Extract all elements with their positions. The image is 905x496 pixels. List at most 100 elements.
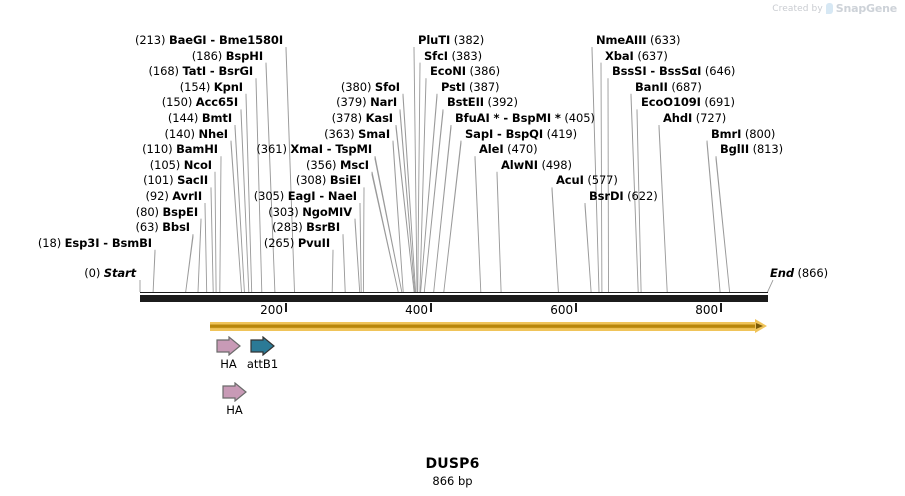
- enzyme-label[interactable]: (92) AvrII: [0, 189, 203, 203]
- ruler-tick-label: 800: [695, 303, 719, 317]
- enzyme-label[interactable]: BsrDI (622): [589, 190, 658, 203]
- enzyme-position: (419): [546, 126, 578, 141]
- enzyme-label[interactable]: SapI - BspQI (419): [465, 126, 578, 141]
- enzyme-position: (168): [148, 64, 180, 79]
- enzyme-label[interactable]: PluTI (382): [418, 34, 484, 47]
- enzyme-label[interactable]: SfcI (383): [424, 49, 482, 63]
- enzyme-name: XmaI - TspMI: [290, 142, 372, 157]
- enzyme-name: BglII: [720, 142, 749, 157]
- enzyme-leader-line: [354, 218, 361, 293]
- enzyme-name: NgoMIV: [302, 204, 352, 219]
- enzyme-position: (405): [564, 111, 595, 125]
- enzyme-label[interactable]: NmeAIII (633): [596, 34, 681, 47]
- enzyme-name: Esp3I - BsmBI: [64, 235, 152, 250]
- enzyme-name: BsrBI: [306, 220, 340, 235]
- enzyme-leader-line: [419, 78, 427, 293]
- enzyme-label[interactable]: (308) BsiEI: [0, 174, 361, 187]
- enzyme-name: AhdI: [663, 111, 693, 125]
- enzyme-position: (80): [135, 204, 159, 219]
- enzyme-name: BssSI - BssSαI: [612, 64, 702, 79]
- enzyme-position: (800): [744, 126, 776, 141]
- ruler-tick: [285, 303, 288, 312]
- enzyme-label[interactable]: AleI (470): [479, 143, 538, 156]
- enzyme-name: BamHI: [176, 142, 218, 157]
- orf-feature-bar[interactable]: [210, 322, 756, 331]
- enzyme-position: (498): [541, 157, 572, 172]
- enzyme-label[interactable]: (80) BspEI: [0, 204, 198, 219]
- enzyme-leader-line: [362, 187, 365, 293]
- enzyme-label[interactable]: BfuAI * - BspMI * (405): [455, 112, 595, 125]
- enzyme-name: BfuAI * - BspMI *: [455, 111, 561, 125]
- enzyme-label[interactable]: (363) SmaI: [0, 126, 390, 141]
- enzyme-label[interactable]: AhdI (727): [663, 112, 726, 125]
- enzyme-position: (154): [179, 79, 211, 94]
- enzyme-label[interactable]: (265) PvuII: [0, 236, 330, 250]
- enzyme-name: BaeGI - Bme1580I: [168, 33, 283, 47]
- enzyme-label[interactable]: (380) SfoI: [0, 79, 400, 94]
- enzyme-label[interactable]: (154) KpnI: [0, 79, 243, 94]
- enzyme-label[interactable]: XbaI (637): [605, 48, 668, 63]
- enzyme-label[interactable]: (18) Esp3I - BsmBI: [0, 235, 152, 250]
- enzyme-leader-line: [392, 140, 404, 293]
- enzyme-label[interactable]: (144) BmtI: [0, 112, 232, 125]
- enzyme-position: (387): [469, 79, 500, 94]
- enzyme-name: EcoO109I: [641, 95, 701, 110]
- enzyme-label[interactable]: BstEII (392): [447, 96, 518, 109]
- enzyme-label[interactable]: (378) KasI: [0, 111, 394, 125]
- enzyme-position: (101): [143, 173, 174, 188]
- enzyme-leader-line: [342, 234, 346, 293]
- feature-arrow-shape: [222, 382, 247, 402]
- enzyme-position: (213): [134, 33, 166, 47]
- enzyme-label[interactable]: BanII (687): [635, 80, 702, 94]
- enzyme-label[interactable]: BmrI (800): [711, 126, 776, 141]
- enzyme-name: NcoI: [183, 157, 212, 172]
- enzyme-position: (813): [752, 142, 784, 157]
- orf-feature-arrowhead-core: [756, 323, 763, 329]
- enzyme-name: KasI: [365, 111, 394, 125]
- enzyme-name: SmaI: [358, 126, 390, 141]
- feature-arrow[interactable]: attB1: [247, 336, 278, 371]
- enzyme-label[interactable]: AcuI (577): [556, 174, 618, 187]
- ruler-tick: [430, 303, 433, 312]
- enzyme-label[interactable]: BssSI - BssSαI (646): [612, 65, 735, 78]
- enzyme-name: XbaI: [605, 48, 634, 63]
- enzyme-label[interactable]: (305) EagI - NaeI: [0, 190, 357, 203]
- enzyme-label[interactable]: PstI (387): [441, 79, 500, 94]
- enzyme-label[interactable]: (356) MscI: [0, 158, 369, 172]
- enzyme-label[interactable]: EcoNI (386): [430, 65, 500, 78]
- enzyme-label[interactable]: EcoO109I (691): [641, 96, 735, 109]
- enzyme-label[interactable]: (101) SacII: [0, 174, 208, 187]
- enzyme-label[interactable]: (186) BspHI: [0, 48, 263, 63]
- enzyme-leader-line: [474, 156, 482, 293]
- enzyme-name: BsiEI: [329, 173, 361, 188]
- enzyme-leader-line: [551, 187, 559, 293]
- enzyme-name: SapI - BspQI: [465, 126, 544, 141]
- enzyme-name: SfoI: [374, 79, 400, 94]
- enzyme-label[interactable]: (213) BaeGI - Bme1580I: [0, 34, 283, 47]
- enzyme-name: BspHI: [225, 48, 263, 63]
- enzyme-name: AlwNI: [501, 157, 538, 172]
- enzyme-label[interactable]: (150) Acc65I: [0, 96, 238, 109]
- enzyme-label[interactable]: BglII (813): [720, 143, 783, 156]
- enzyme-leader-line: [413, 46, 418, 293]
- enzyme-label[interactable]: (379) NarI: [0, 96, 397, 109]
- enzyme-position: (283): [272, 220, 303, 235]
- enzyme-label[interactable]: (283) BsrBI: [0, 221, 340, 234]
- enzyme-label[interactable]: AlwNI (498): [501, 157, 572, 172]
- feature-arrow[interactable]: HA: [222, 382, 247, 417]
- enzyme-label[interactable]: (105) NcoI: [0, 157, 212, 172]
- enzyme-position: (646): [704, 64, 736, 79]
- enzyme-label[interactable]: (303) NgoMIV: [0, 204, 352, 219]
- enzyme-leader-line: [433, 124, 452, 293]
- enzyme-leader-line: [152, 249, 156, 293]
- enzyme-position: (92): [145, 189, 169, 203]
- enzyme-label[interactable]: (361) XmaI - TspMI: [0, 143, 372, 156]
- enzyme-name: PluTI: [418, 33, 451, 47]
- feature-arrow[interactable]: HA: [216, 336, 241, 371]
- enzyme-label[interactable]: (63) BbsI: [0, 221, 190, 234]
- enzyme-label[interactable]: (110) BamHI: [0, 143, 218, 156]
- enzyme-label[interactable]: (168) TatI - BsrGI: [0, 64, 254, 79]
- enzyme-label[interactable]: (140) NheI: [0, 127, 229, 141]
- ruler-tick: [720, 303, 723, 312]
- enzyme-leader-line: [417, 62, 421, 293]
